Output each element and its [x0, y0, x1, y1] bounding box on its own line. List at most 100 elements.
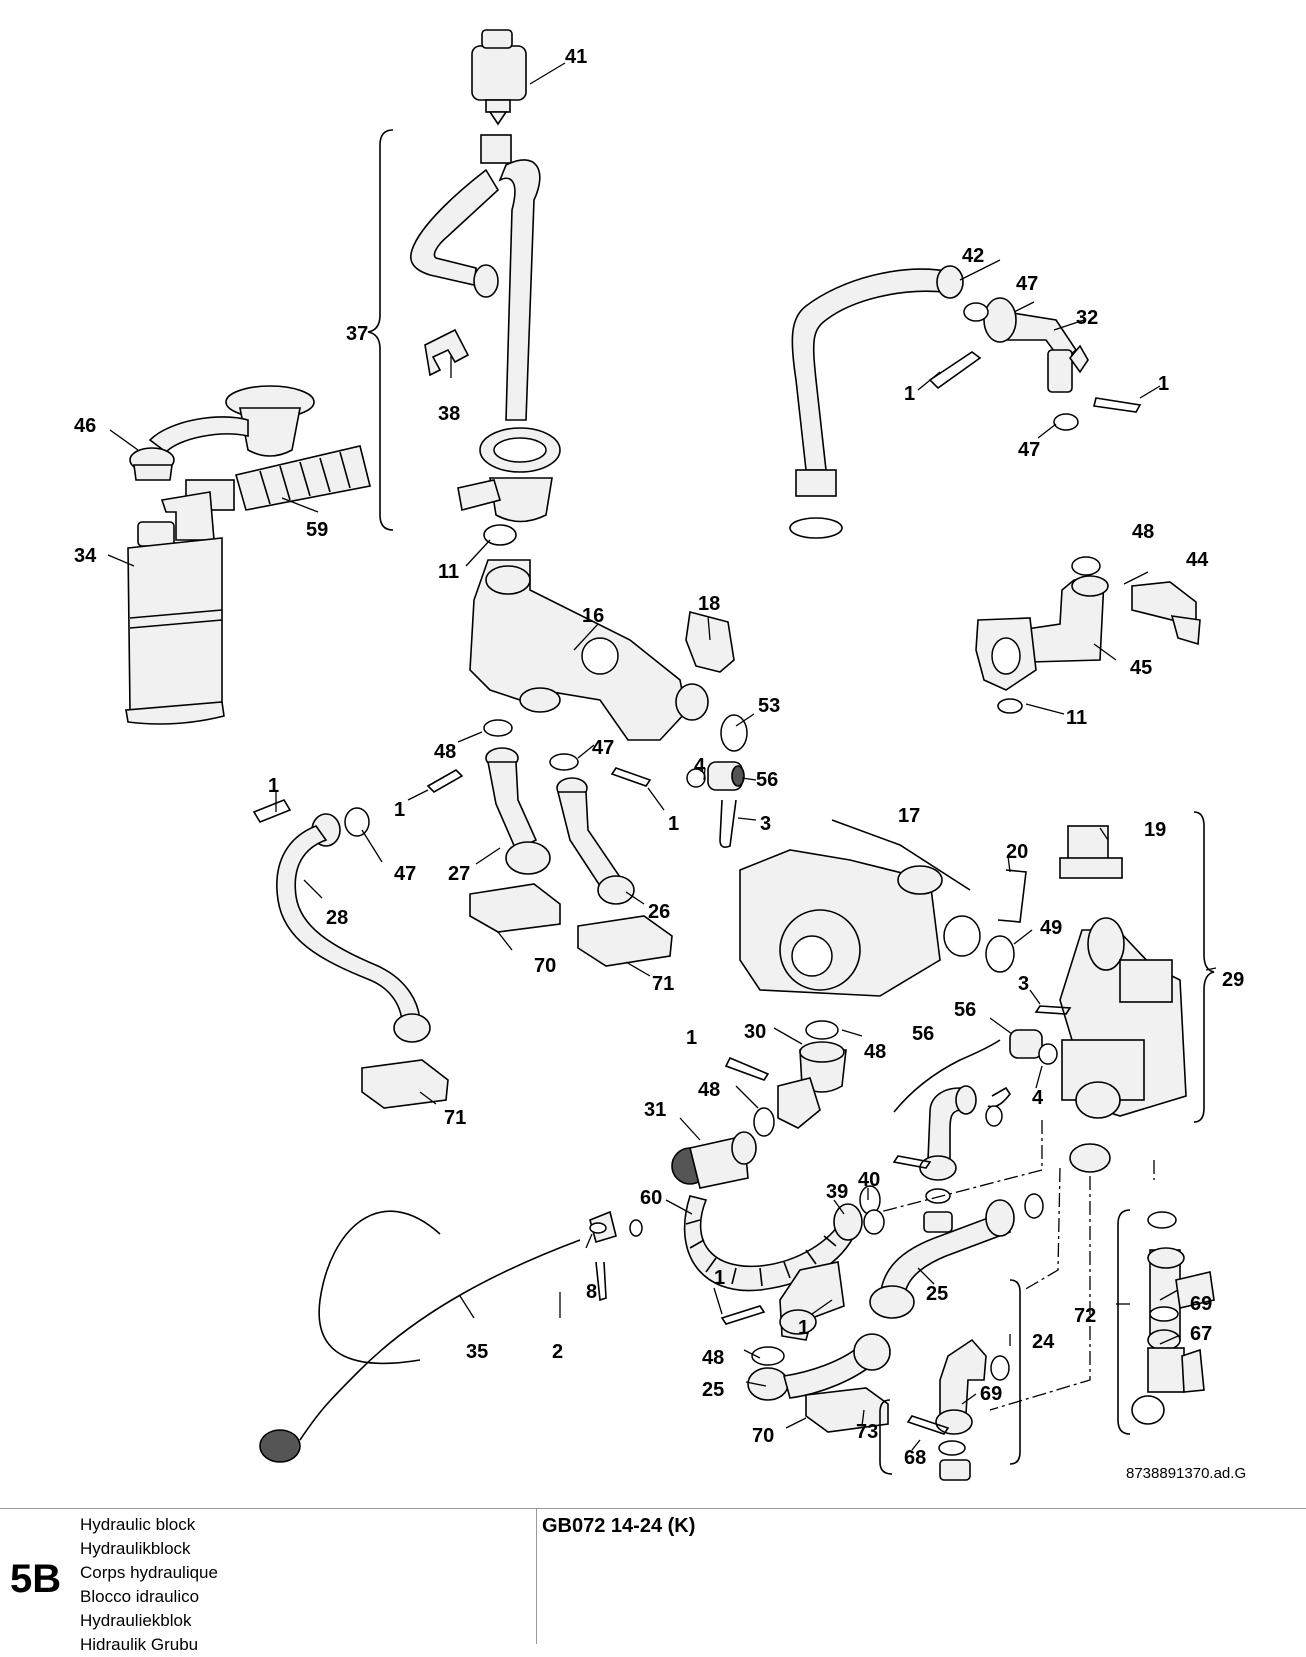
mounting-bracket-part [805, 1387, 889, 1433]
elbow-part [892, 1085, 1011, 1233]
callout: 37 [346, 323, 368, 345]
bracket-24 [879, 1399, 893, 1475]
seal-ring [990, 1355, 1010, 1381]
assembly-line [989, 1176, 1091, 1411]
leader-lines [107, 62, 1217, 1451]
pump-adapter-part [777, 1020, 847, 1129]
seal-ring [1038, 1043, 1058, 1065]
air-vent-part [471, 29, 527, 126]
title-french: Corps hydraulique [80, 1563, 218, 1582]
callout: 19 [1144, 819, 1166, 841]
clip-part [595, 1261, 607, 1302]
exploded-parts-diagram: 41 37 38 42 47 32 1 1 47 46 59 34 11 16 … [74, 29, 1244, 1481]
callout: 24 [1032, 1331, 1055, 1353]
bracket-29 [1193, 811, 1215, 1123]
drawing-number: 8738891370.ad.G [1126, 1465, 1247, 1482]
title-dutch: Hydrauliekblok [80, 1611, 192, 1630]
return-pipe-part [789, 265, 1089, 539]
callout: 56 [756, 769, 778, 791]
seal-ring [1024, 1193, 1044, 1219]
seal-ring [753, 1107, 775, 1137]
callout: 45 [1130, 657, 1152, 679]
callout: 72 [1074, 1305, 1096, 1327]
callout: 20 [1006, 841, 1028, 863]
seal-ring [1053, 413, 1079, 431]
return-elbow-part [779, 1261, 845, 1341]
callout: 47 [394, 863, 416, 885]
callout: 38 [438, 403, 460, 425]
callout: 46 [74, 415, 96, 437]
clip-part [928, 351, 982, 390]
seal-ring [751, 1346, 785, 1366]
callout: 49 [1040, 917, 1062, 939]
callout: 48 [434, 741, 456, 763]
callout: 56 [912, 1023, 934, 1045]
valve-insert-part [707, 761, 745, 791]
seal-ring [686, 768, 706, 788]
title-turkish: Hidraulik Grubu [80, 1635, 199, 1654]
callout: 1 [714, 1267, 725, 1289]
callout: 30 [744, 1021, 766, 1043]
valve-insert-part [1009, 1029, 1043, 1059]
title-block: 5B Hydraulic block Hydraulikblock Corps … [0, 1508, 1306, 1654]
callout: 41 [565, 46, 587, 68]
callout: 70 [752, 1425, 774, 1447]
title-english: Hydraulic block [80, 1515, 196, 1534]
return-elbow-part [975, 556, 1201, 714]
seal-ring [483, 719, 513, 737]
callout: 71 [444, 1107, 466, 1129]
callout: 18 [698, 593, 720, 615]
filling-valve-part [1131, 1211, 1215, 1425]
callout: 28 [326, 907, 348, 929]
mounting-bracket-part [469, 883, 561, 933]
clip-part [426, 769, 464, 793]
seal-ring [985, 935, 1015, 973]
callout: 48 [864, 1041, 886, 1063]
callout: 4 [694, 755, 706, 777]
callout: 16 [582, 605, 604, 627]
callout: 1 [394, 799, 405, 821]
pump-part [739, 819, 981, 997]
seal-ring [963, 302, 989, 322]
seal-ring [629, 1219, 643, 1237]
callout: 32 [1076, 307, 1098, 329]
callout: 71 [652, 973, 674, 995]
supply-pipe-part [367, 129, 561, 531]
callout: 26 [648, 901, 670, 923]
callout: 42 [962, 245, 984, 267]
callout: 60 [640, 1187, 662, 1209]
callout: 73 [856, 1421, 878, 1443]
callout: 47 [1016, 273, 1038, 295]
callout: 25 [926, 1283, 948, 1305]
callout: 40 [858, 1169, 880, 1191]
callout: 34 [74, 545, 97, 567]
divider [536, 1509, 537, 1644]
part-group-titles: Hydraulic block Hydraulikblock Corps hyd… [80, 1513, 218, 1657]
bracket-24-right [1009, 1279, 1021, 1465]
callout: 68 [904, 1447, 926, 1469]
assembly-line [1023, 1167, 1061, 1291]
callout: 3 [760, 813, 771, 835]
clip-part [724, 1056, 770, 1081]
bracket-56 [893, 1039, 1001, 1113]
callout: 8 [586, 1281, 597, 1303]
pressure-sensor-part [1059, 825, 1123, 879]
flow-pipe-part [485, 747, 635, 905]
pipe-part [863, 1193, 1044, 1319]
three-way-valve-part [1059, 917, 1187, 1173]
callout: 53 [758, 695, 780, 717]
seal-ring [720, 714, 748, 752]
mounting-bracket-part [361, 1059, 449, 1109]
clip-part [997, 869, 1027, 923]
callout: 25 [702, 1379, 724, 1401]
callout: 67 [1190, 1323, 1212, 1345]
pipe-part [252, 799, 431, 1043]
callout: 27 [448, 863, 470, 885]
callout: 1 [1158, 373, 1169, 395]
section-number: 5B [10, 1557, 62, 1601]
callout: 1 [268, 775, 279, 797]
seal-ring [938, 1440, 966, 1456]
bracket-72 [1117, 1209, 1131, 1435]
clip-part [1093, 397, 1142, 413]
callout: 4 [1032, 1087, 1044, 1109]
